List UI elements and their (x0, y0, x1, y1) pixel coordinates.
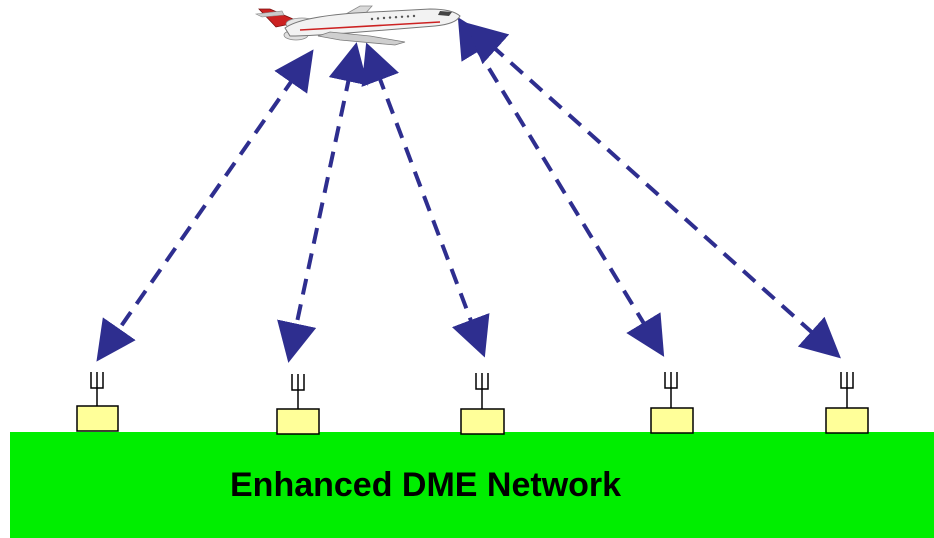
dme-station-1 (76, 372, 119, 432)
antenna-icon (90, 372, 104, 406)
range-link-3 (361, 42, 490, 358)
antenna-icon (291, 374, 305, 409)
network-label: Enhanced DME Network (230, 466, 622, 504)
range-link-1 (96, 49, 314, 362)
station-box (460, 408, 505, 435)
station-box (825, 407, 869, 434)
station-box (76, 405, 119, 432)
antenna-icon (664, 372, 678, 408)
ground-area (10, 432, 934, 538)
range-link-4 (457, 17, 665, 357)
aircraft-icon (254, 5, 461, 46)
antenna-icon (840, 372, 854, 408)
station-box (276, 408, 320, 435)
range-link-2 (277, 42, 368, 363)
dme-station-3 (460, 373, 505, 435)
station-box (650, 407, 694, 434)
range-links (96, 17, 841, 363)
range-link-5 (466, 22, 841, 359)
dme-station-5 (825, 372, 869, 434)
antenna-icon (475, 373, 489, 409)
dme-station-2 (276, 374, 320, 435)
dme-station-4 (650, 372, 694, 434)
